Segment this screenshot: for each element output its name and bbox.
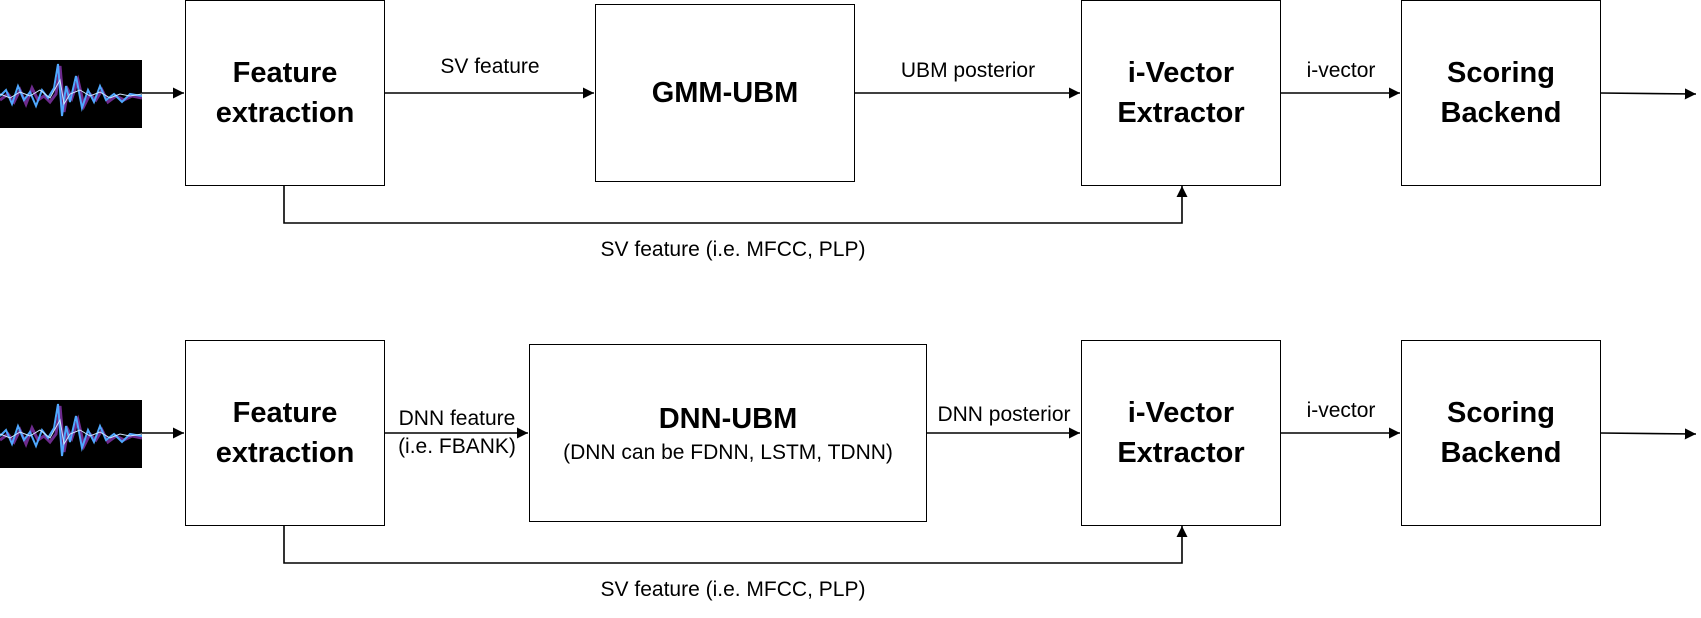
arrow-score-output — [1599, 428, 1697, 440]
connector-lines — [142, 87, 1697, 224]
scoring-backend-box: Scoring Backend — [1401, 340, 1601, 526]
connector-lines — [142, 427, 1697, 564]
feature-extraction-label: Feature extraction — [215, 57, 355, 129]
feedback-label: SV feature (i.e. MFCC, PLP) — [600, 578, 866, 601]
feature-to-ubm-sublabel: (i.e. FBANK) — [398, 435, 516, 458]
ivector-label: i-vector — [1306, 399, 1376, 422]
dnn-ubm-sublabel: (DNN can be FDNN, LSTM, TDNN) — [563, 441, 893, 464]
dnn-ubm-box: DNN-UBM (DNN can be FDNN, LSTM, TDNN) — [529, 344, 927, 522]
feature-extraction-box: Feature extraction — [185, 0, 385, 186]
scoring-backend-box: Scoring Backend — [1401, 0, 1601, 186]
scoring-backend-label: Scoring Backend — [1440, 57, 1562, 129]
arrow-score-output — [1599, 88, 1697, 100]
dnn-posterior-label: DNN posterior — [937, 403, 1071, 426]
ivector-extractor-box: i-Vector Extractor — [1081, 340, 1281, 526]
audio-waveform-icon — [0, 60, 142, 128]
ivector-extractor-label: i-Vector Extractor — [1117, 57, 1245, 129]
feedback-label: SV feature (i.e. MFCC, PLP) — [600, 238, 866, 261]
scoring-backend-label: Scoring Backend — [1440, 397, 1562, 469]
audio-waveform-icon — [0, 400, 142, 468]
gmm-ubm-box: GMM-UBM — [595, 4, 855, 182]
feature-to-ubm-label: DNN feature — [398, 407, 516, 430]
dnn-ubm-pipeline: Feature extraction DNN feature (i.e. FBA… — [0, 340, 1701, 601]
feature-to-ubm-label: SV feature — [440, 55, 540, 78]
ivector-extractor-label: i-Vector Extractor — [1117, 397, 1245, 469]
gmm-ubm-label: GMM-UBM — [651, 77, 799, 109]
gmm-ubm-pipeline: Feature extraction SV feature GMM-UBM UB… — [0, 0, 1701, 261]
ivector-label: i-vector — [1306, 59, 1376, 82]
feature-extraction-label: Feature extraction — [215, 397, 355, 469]
feedback-path — [283, 525, 1188, 564]
feature-extraction-box: Feature extraction — [185, 340, 385, 526]
feedback-path — [283, 185, 1188, 224]
ivector-extractor-box: i-Vector Extractor — [1081, 0, 1281, 186]
dnn-ubm-label: DNN-UBM — [658, 403, 798, 435]
ubm-posterior-label: UBM posterior — [900, 59, 1036, 82]
